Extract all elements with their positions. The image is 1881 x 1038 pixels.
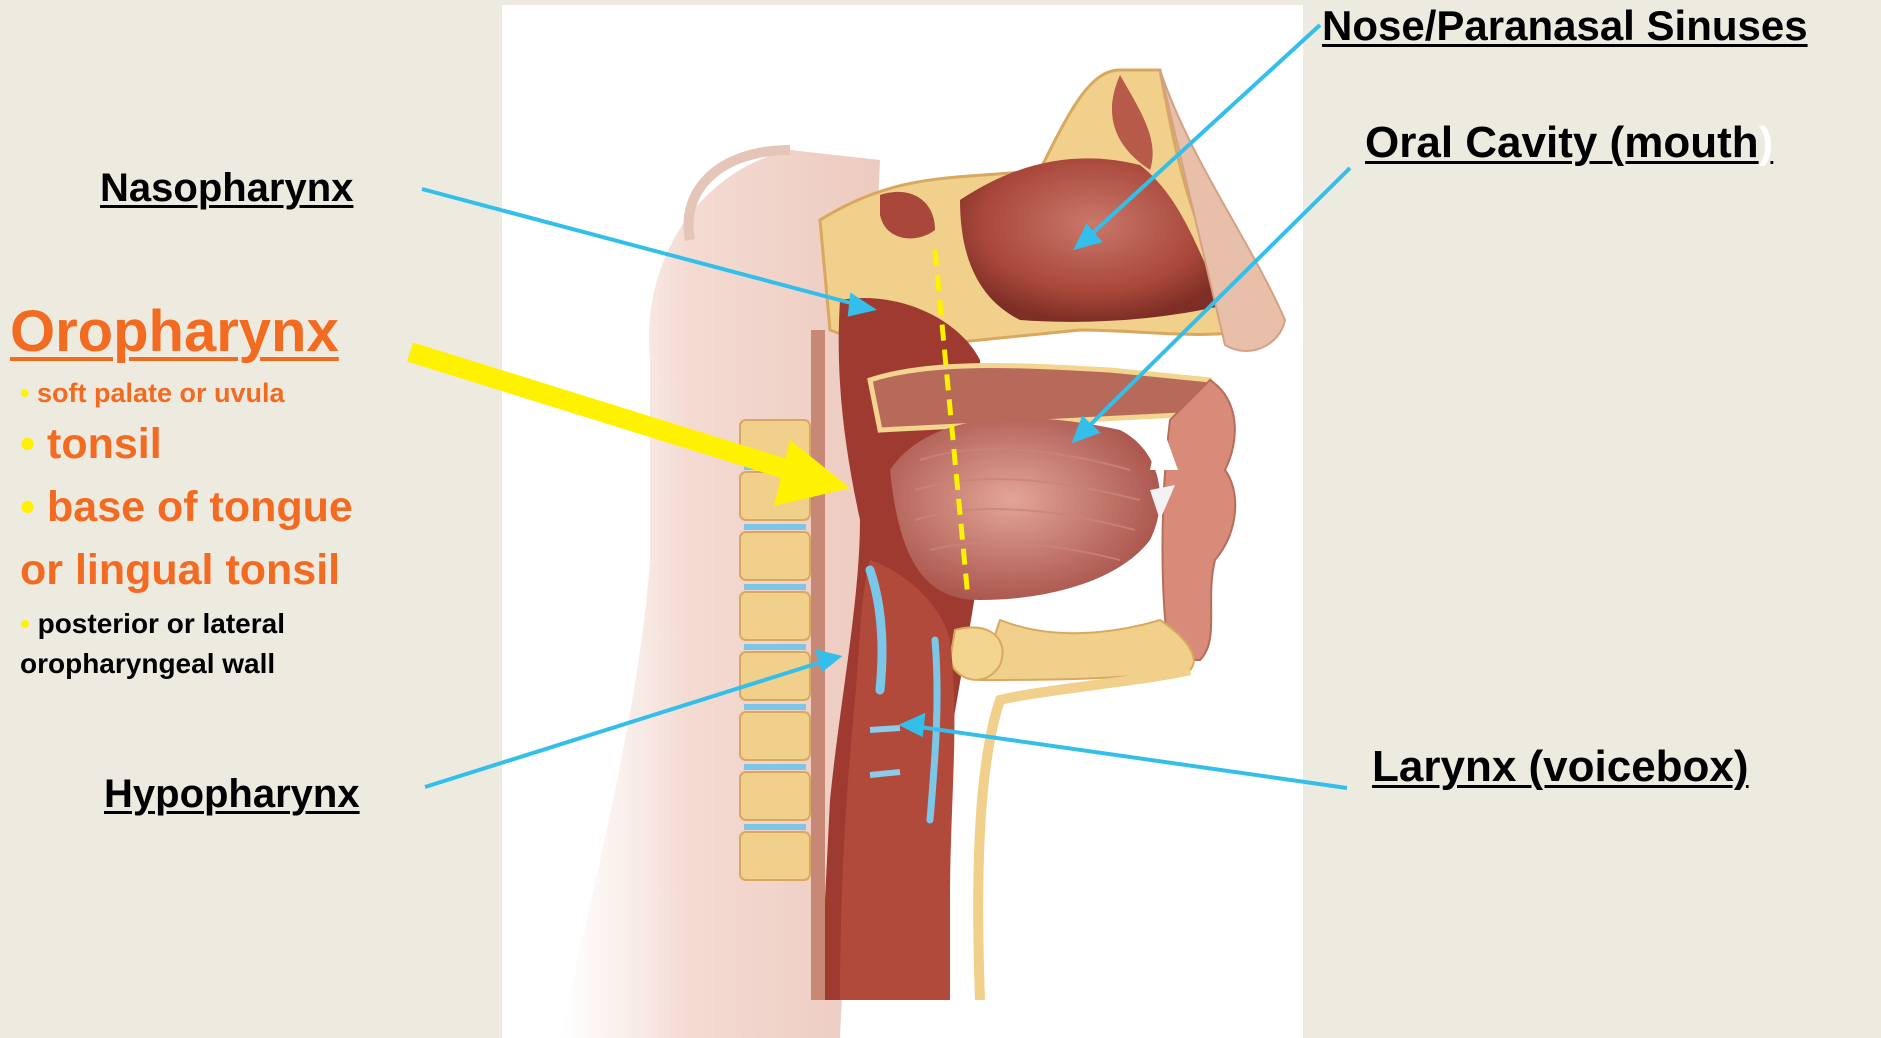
oral-cavity-close-paren: ) [1759, 118, 1774, 167]
item-text: tonsil [47, 420, 162, 468]
oropharynx-item-lingual-tonsil: or lingual tonsil [20, 546, 340, 595]
vertebra [740, 532, 810, 580]
lips [1163, 380, 1236, 660]
vertebra [740, 712, 810, 760]
vertebra [740, 592, 810, 640]
bullet-icon: • [20, 608, 30, 639]
larynx-pointer [913, 726, 1347, 788]
disc [744, 584, 806, 590]
oropharynx-item-posterior-wall: • posterior or lateral [20, 608, 285, 640]
oral-cavity-label: Oral Cavity (mouth) [1365, 118, 1773, 168]
bullet-icon: • [20, 483, 35, 531]
larynx-label: Larynx (voicebox) [1372, 742, 1749, 792]
disc [744, 524, 806, 530]
item-text: oropharyngeal wall [20, 648, 275, 679]
nose-sinuses-label: Nose/Paranasal Sinuses [1322, 2, 1808, 50]
item-text: soft palate or uvula [37, 378, 285, 408]
hypopharynx-label: Hypopharynx [104, 772, 360, 817]
vertebra [740, 772, 810, 820]
item-text: posterior or lateral [38, 608, 285, 639]
anterior-neck-skin [978, 670, 1190, 1000]
oropharynx-item-base-of-tongue: • base of tongue [20, 483, 353, 532]
vertebra [740, 832, 810, 880]
disc [744, 764, 806, 770]
item-text: base of tongue [47, 483, 353, 531]
item-text: or lingual tonsil [20, 546, 340, 594]
oropharynx-item-tonsil: • tonsil [20, 420, 162, 469]
oropharynx-title: Oropharynx [10, 298, 339, 365]
disc [744, 644, 806, 650]
disc [744, 704, 806, 710]
hyoid [950, 627, 1003, 679]
oropharynx-item-posterior-wall-cont: oropharyngeal wall [20, 648, 275, 680]
tongue [890, 418, 1160, 600]
oral-cavity-text: Oral Cavity (mouth [1365, 118, 1759, 167]
bullet-icon: • [20, 420, 35, 468]
disc [744, 824, 806, 830]
bullet-icon: • [20, 378, 29, 408]
nasopharynx-label: Nasopharynx [100, 166, 353, 211]
oropharynx-item-soft-palate: • soft palate or uvula [20, 378, 285, 409]
